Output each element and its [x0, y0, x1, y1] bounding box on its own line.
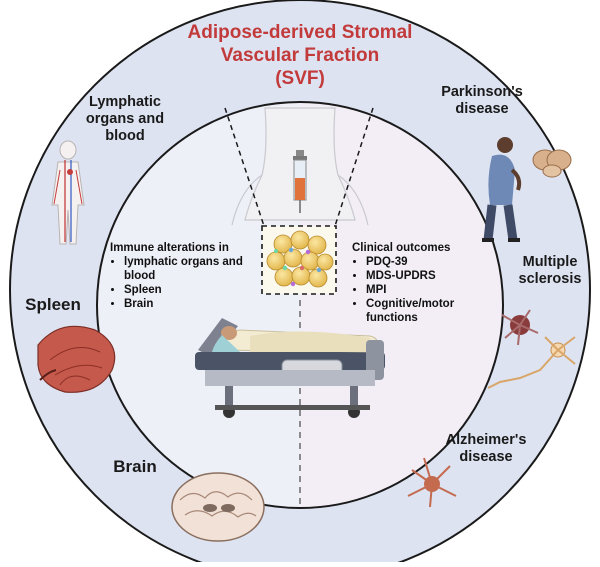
label-ms: Multiple sclerosis	[518, 254, 582, 287]
adipose-cells-icon	[266, 230, 334, 288]
label-brain: Brain	[113, 457, 157, 476]
list-item: lymphatic organs and blood	[124, 255, 260, 283]
label-alzheimers: Alzheimer's disease	[445, 432, 527, 465]
list-item: Spleen	[124, 283, 260, 297]
spleen-icon	[37, 325, 116, 393]
label-lymphatic: Lymphatic organs and blood	[85, 94, 165, 144]
list-item: Cognitive/motor functions	[366, 297, 472, 325]
list-item: MDS-UPDRS	[366, 269, 472, 283]
inner-circle	[96, 101, 504, 509]
list-item: PDQ-39	[366, 255, 472, 269]
immune-heading: Immune alterations in	[110, 242, 229, 254]
syringe-icon	[293, 150, 307, 213]
label-parkinsons: Parkinson's disease	[441, 84, 523, 117]
brain-icon	[171, 472, 265, 542]
lesion-cell-icon	[501, 309, 539, 346]
immune-alterations: Immune alterations in lymphatic organs a…	[110, 241, 260, 311]
clinical-list: PDQ-39 MDS-UPDRS MPI Cognitive/motor fun…	[352, 255, 472, 325]
neuron-ms-icon	[487, 336, 576, 389]
clinical-outcomes: Clinical outcomes PDQ-39 MDS-UPDRS MPI C…	[352, 241, 472, 325]
funnel-left	[224, 107, 265, 227]
human-circulatory-icon	[51, 140, 85, 245]
title-line-1: Adipose-derived Stromal	[187, 22, 413, 43]
title-line-2: Vascular Fraction	[220, 45, 380, 66]
list-item: Brain	[124, 297, 260, 311]
list-item: MPI	[366, 283, 472, 297]
immune-list: lymphatic organs and blood Spleen Brain	[110, 255, 260, 311]
parkinsons-patient-icon	[482, 137, 522, 242]
funnel-right	[334, 107, 374, 227]
clinical-heading: Clinical outcomes	[352, 242, 451, 254]
neuron-alzheimers-icon	[407, 457, 457, 508]
title-line-3: (SVF)	[275, 68, 325, 89]
hospital-bed-icon	[195, 318, 385, 418]
page-title: Adipose-derived Stromal Vascular Fractio…	[150, 21, 450, 90]
label-spleen: Spleen	[25, 295, 81, 314]
midbrain-icon	[532, 149, 572, 178]
